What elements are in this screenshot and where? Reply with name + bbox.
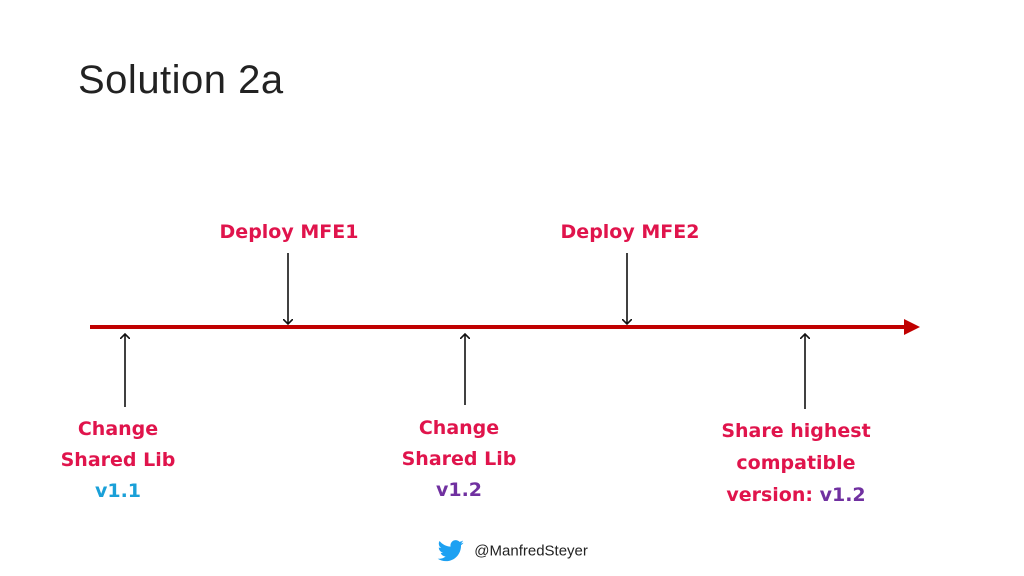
twitter-handle: @ManfredSteyer xyxy=(474,542,588,560)
twitter-bird-icon xyxy=(437,540,464,562)
share-highest-prefix: version: xyxy=(726,484,820,506)
change-lib-v12-line1: Change xyxy=(418,417,500,439)
change-lib-v12-label: Change Shared Lib v1.2 xyxy=(391,413,527,506)
change-lib-v12-line2: Shared Lib xyxy=(401,448,517,470)
deploy-mfe2-label: Deploy MFE2 xyxy=(560,221,700,243)
change-lib-v11-line1: Change xyxy=(77,418,159,440)
share-highest-line3: version: v1.2 xyxy=(705,479,887,511)
change-lib-v11-label: Change Shared Lib v1.1 xyxy=(50,414,186,507)
share-highest-line1: Share highest xyxy=(721,420,871,442)
footer: @ManfredSteyer xyxy=(0,540,1024,562)
share-highest-version: v1.2 xyxy=(819,484,866,506)
change-lib-v12-version: v1.2 xyxy=(435,479,483,501)
change-lib-v11-version: v1.1 xyxy=(94,480,142,502)
share-highest-label: Share highest compatible version: v1.2 xyxy=(705,415,887,511)
change-lib-v11-line2: Shared Lib xyxy=(60,449,176,471)
timeline-arrowhead xyxy=(904,319,920,335)
slide-title: Solution 2a xyxy=(78,58,284,102)
share-highest-line2: compatible xyxy=(736,452,856,474)
deploy-mfe1-label: Deploy MFE1 xyxy=(219,221,359,243)
